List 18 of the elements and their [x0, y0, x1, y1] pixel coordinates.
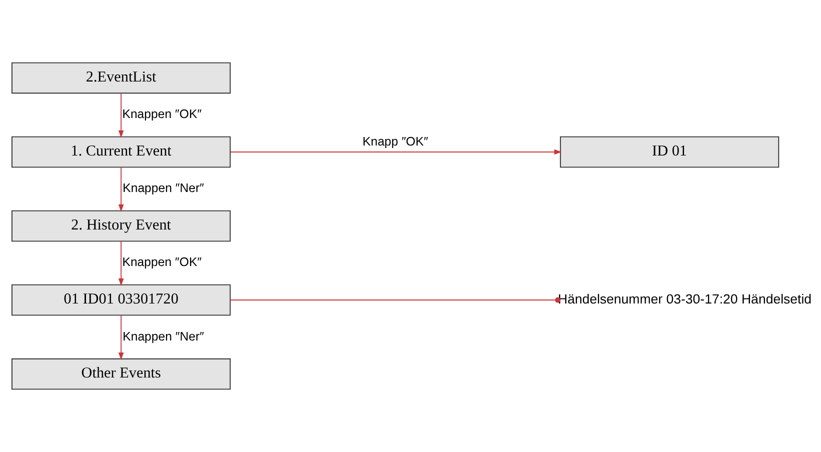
node-text: Händelsenummer 03-30-17:20 Händelsetid: [558, 292, 812, 307]
edge-label: Knappen ″OK″: [122, 255, 202, 270]
edge-label: Knappen ″OK″: [122, 107, 202, 122]
node-box: ID 01: [560, 136, 780, 168]
arrow: [118, 314, 124, 360]
arrow: [118, 240, 124, 286]
edge-label: Knapp ″OK″: [362, 134, 428, 149]
arrow: [118, 166, 124, 212]
connector: [230, 297, 561, 303]
node-box: Other Events: [12, 358, 231, 390]
node-box: 2. History Event: [12, 210, 231, 242]
node-box: 1. Current Event: [12, 136, 231, 168]
edge-label: Knappen ″Ner″: [122, 329, 204, 344]
node-box: 01 ID01 03301720: [12, 284, 231, 316]
arrow: [230, 149, 562, 155]
node-box: 2.EventList: [12, 62, 231, 94]
edge-label: Knappen ″Ner″: [122, 181, 204, 196]
arrow: [118, 92, 124, 138]
